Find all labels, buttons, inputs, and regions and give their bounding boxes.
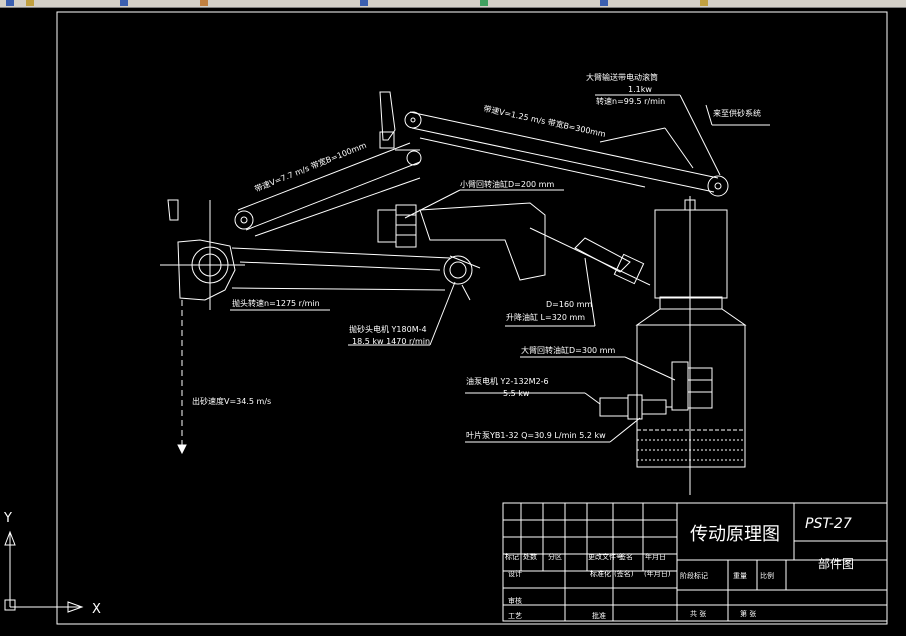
toolbar-icon-3[interactable] [120,0,128,6]
tb-review: 审核 [508,596,522,605]
toolbar-icon-4[interactable] [200,0,208,6]
tb-design: 设计 [508,569,522,578]
feed-hopper [379,91,396,141]
label-big-arm-cylinder: 大臂回转油缸D=300 mm [521,345,615,355]
label-pump-motor: 油泵电机 Y2-132M2-6 [466,376,549,386]
title-drawing-number: PST-27 [805,516,852,532]
toolbar-icon-5[interactable] [360,0,368,6]
ucs-icon [4,530,84,613]
hydraulic-base-tank [635,308,747,468]
title-block [502,502,888,622]
pump-motor [599,394,672,420]
tb-signature: 签名 [619,552,633,561]
tb-process: 工艺 [508,612,522,620]
toolbar-icon-2[interactable] [26,0,34,6]
label-throw-motor: 抛砂头电机 Y180M-4 [349,324,427,334]
label-throw-head-speed: 抛头转速n=1275 r/min [232,298,320,308]
label-lift-cyl-stroke: 升降油缸 L=320 mm [506,312,585,322]
label-big-arm-motor-speed: 转速n=99.5 r/min [596,96,665,106]
tb-date: 年月日 [645,552,666,561]
tb-mark: 标记 [505,552,519,561]
big-arm-cylinder [671,361,713,411]
ucs-y-label: Y [3,511,12,526]
tb-approve: 批准 [592,611,606,620]
drawing-canvas[interactable]: 大臂输送带电动滚筒 1.1kw 转速n=99.5 r/min 来至供砂系统 带速… [0,7,906,632]
cad-toolbar [0,0,906,8]
label-pump-motor-power: 5.5 kw [503,389,530,398]
label-big-arm-motor: 大臂输送带电动滚筒 [586,72,658,82]
tb-total: 共 张 [690,609,706,618]
title-sheet-type: 部件图 [818,556,854,571]
toolbar-icon-6[interactable] [480,0,488,6]
lift-cylinder [529,227,651,286]
hopper-box [379,131,395,149]
tb-signature2: (签名) [614,569,634,578]
tb-date2: (年月日) [644,569,671,578]
drawing-svg: 大臂输送带电动滚筒 1.1kw 转速n=99.5 r/min 来至供砂系统 带速… [3,11,888,625]
label-throw-motor-spec: 18.5 kw 1470 r/min [352,337,430,346]
label-small-belt-spec: 带速V=7.7 m/s 带宽B=100mm [253,140,368,194]
label-from-sand-system: 来至供砂系统 [713,108,761,118]
tb-stage-mark: 阶段标记 [680,571,708,580]
label-vane-pump: 叶片泵YB1-32 Q=30.9 L/min 5.2 kw [466,430,606,440]
small-arm-body [231,202,546,301]
tb-change-doc: 更改文件号 [588,552,623,561]
toolbar-icon-8[interactable] [700,0,708,6]
tb-zone: 分区 [548,552,562,561]
toolbar-icon-7[interactable] [600,0,608,6]
tb-standardize: 标准化 [590,569,611,578]
leader-lines [230,94,770,443]
big-arm-conveyor [404,111,729,197]
small-arm-cylinder [377,204,417,248]
label-sand-speed: 出砂速度V=34.5 m/s [192,396,271,406]
tb-weight: 重量 [733,572,747,580]
label-big-arm-motor-power: 1.1kw [628,85,652,94]
support-column [654,196,728,495]
tb-scale: 比例 [760,571,774,580]
small-arm-conveyor [234,142,422,237]
ucs-x-label: X [92,602,101,617]
sand-arrow-head [177,444,187,455]
toolbar-icon-1[interactable] [6,0,14,6]
label-small-arm-cylinder: 小臂回转油缸D=200 mm [460,179,554,189]
sand-thrower-head [160,199,245,310]
tb-sheet: 第 张 [740,609,756,618]
tb-count: 处数 [523,552,537,561]
title-drawing-name: 传动原理图 [690,524,780,545]
label-lift-cyl-d: D=160 mm [546,300,592,309]
label-big-belt-spec: 带速V=1.25 m/s 带宽B=300mm [483,103,607,139]
